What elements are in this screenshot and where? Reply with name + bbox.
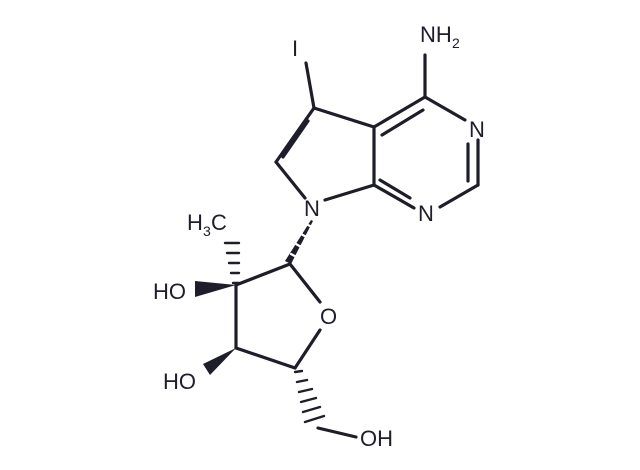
- bond-c2-n1: [438, 183, 480, 209]
- bond-ch2-oh: [316, 426, 358, 439]
- amino-label: NH: [420, 22, 452, 47]
- ring-nitrogen-top-label: N: [469, 117, 485, 142]
- methyl-c-label: C: [211, 210, 227, 235]
- iodine-label: I: [292, 36, 298, 61]
- bond-c2prime-c1prime: [234, 262, 292, 287]
- bond-c5-c6-double: [281, 119, 310, 159]
- amino-subscript: 2: [452, 35, 460, 51]
- bond-c5-iodine: [304, 61, 316, 110]
- bond-c4-n3: [423, 95, 467, 122]
- bond-c4a-c4-double: [380, 108, 425, 137]
- bond-c4a-c4: [372, 95, 427, 129]
- bond-o4prime-c4prime: [293, 328, 322, 370]
- methyl-subscript: 3: [203, 223, 211, 239]
- hydroxyl-2prime-label: HO: [153, 279, 186, 304]
- ring-oxygen-label: O: [320, 304, 337, 329]
- wedge-bond-c2prime-oh: [195, 281, 236, 297]
- bond-c4prime-c3prime: [234, 346, 297, 370]
- bond-c1prime-o4prime: [288, 262, 322, 304]
- hydroxyl-3prime-label: HO: [163, 369, 196, 394]
- hydroxyl-5prime-label: OH: [360, 426, 393, 451]
- pyrrole-nitrogen-label: N: [304, 196, 320, 221]
- bond-n1-c7a-double: [378, 178, 412, 200]
- wedge-bond-c3prime-oh: [203, 348, 236, 375]
- bond-n1-c7a: [372, 183, 416, 210]
- bond-c6-n7: [274, 160, 307, 200]
- hash-lines-n7-c1prime: [289, 222, 318, 263]
- hashed-bond-n7-c1prime: [285, 220, 313, 264]
- bond-c4a-c5: [312, 106, 376, 129]
- methyl-h-label: H: [187, 210, 203, 235]
- hashed-bond-c2prime-methyl: [223, 241, 241, 285]
- bond-n7-c7a: [323, 183, 376, 202]
- ring-nitrogen-bottom-label: N: [418, 201, 434, 226]
- bond-c5-c6: [274, 106, 316, 164]
- hashed-bond-c4prime-ch2: [293, 369, 326, 424]
